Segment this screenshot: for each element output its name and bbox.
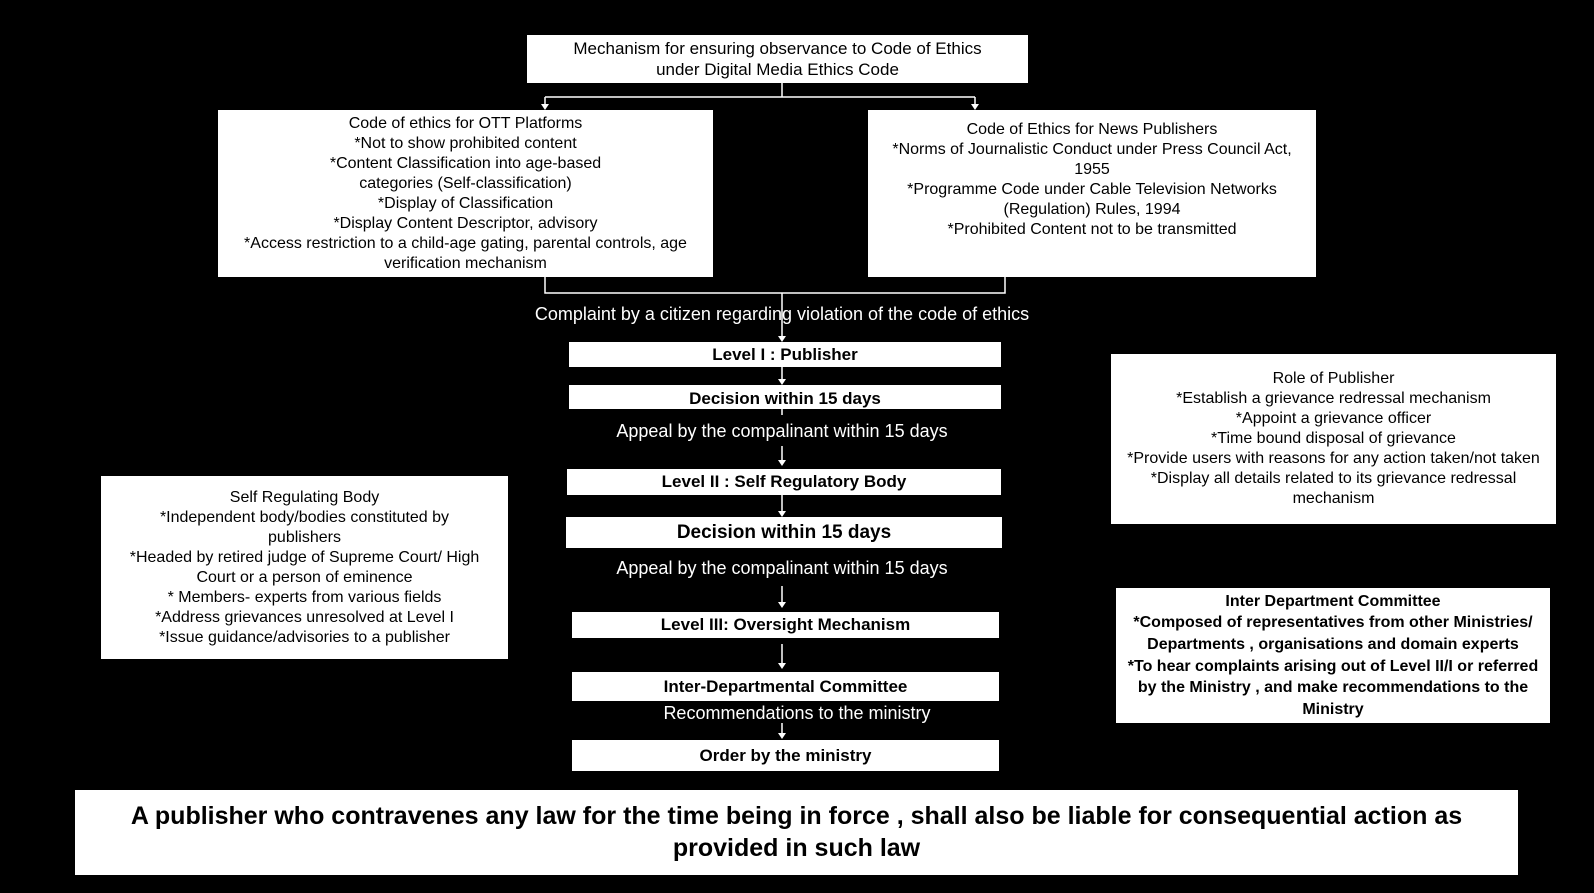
appeal1-label: Appeal by the compalinant within 15 days — [616, 421, 948, 441]
recommendations-label: Recommendations to the ministry — [663, 703, 931, 723]
news-item: *Programme Code under Cable Television N… — [907, 181, 1277, 218]
title-line2: under Digital Media Ethics Code — [656, 60, 899, 79]
role-item: *Appoint a grievance officer — [1235, 410, 1432, 427]
title-box: Mechanism for ensuring observance to Cod… — [527, 35, 1028, 83]
role-heading: Role of Publisher — [1272, 370, 1395, 387]
ott-heading: Code of ethics for OTT Platforms — [348, 114, 583, 132]
role-item: *Time bound disposal of grievance — [1211, 430, 1456, 447]
srb-item: *Issue guidance/advisories to a publishe… — [159, 628, 450, 646]
role-item: *Provide users with reasons for any acti… — [1127, 450, 1540, 467]
ott-item: *Display of Classification — [377, 194, 554, 212]
ott-item: *Display Content Descriptor, advisory — [333, 214, 598, 232]
title-line1: Mechanism for ensuring observance to Cod… — [573, 38, 982, 58]
idc-box: Inter-Departmental Committee — [572, 672, 999, 701]
inter-department-committee-box: Inter Department Committee *Composed of … — [1116, 588, 1550, 723]
idc-item: *Composed of representatives from other … — [1133, 614, 1533, 653]
arrowheads — [541, 104, 979, 739]
news-item: *Norms of Journalistic Conduct under Pre… — [892, 141, 1292, 178]
news-item: *Prohibited Content not to be transmitte… — [947, 221, 1237, 238]
appeal2-label: Appeal by the compalinant within 15 days — [616, 558, 948, 578]
ott-item: *Content Classification into age-based c… — [329, 154, 602, 192]
decision1-box: Decision within 15 days — [569, 385, 1001, 409]
srb-item: *Headed by retired judge of Supreme Cour… — [129, 548, 480, 586]
self-regulating-body-box: Self Regulating Body *Independent body/b… — [101, 476, 508, 659]
decision2-box: Decision within 15 days — [566, 517, 1002, 548]
idc-item: *To hear complaints arising out of Level… — [1127, 657, 1539, 718]
ott-code-box: Code of ethics for OTT Platforms *Not to… — [218, 110, 713, 277]
news-heading: Code of Ethics for News Publishers — [966, 121, 1218, 138]
ott-item: *Not to show prohibited content — [354, 134, 577, 152]
level2-box: Level II : Self Regulatory Body — [567, 469, 1001, 495]
idc-heading: Inter Department Committee — [1225, 592, 1441, 610]
role-item: *Establish a grievance redressal mechani… — [1176, 390, 1491, 407]
srb-heading: Self Regulating Body — [229, 488, 380, 506]
order-box: Order by the ministry — [572, 740, 999, 771]
complaint-label: Complaint by a citizen regarding violati… — [534, 304, 1030, 324]
news-code-box: Code of Ethics for News Publishers *Norm… — [868, 110, 1316, 277]
connector-bracket — [544, 277, 1006, 338]
connector-top — [544, 83, 976, 106]
srb-item: *Address grievances unresolved at Level … — [155, 608, 454, 626]
level1-box: Level I : Publisher — [569, 342, 1001, 367]
srb-item: * Members- experts from various fields — [167, 588, 442, 606]
role-of-publisher-box: Role of Publisher *Establish a grievance… — [1111, 354, 1556, 524]
level3-box: Level III: Oversight Mechanism — [572, 612, 999, 638]
role-item: *Display all details related to its grie… — [1150, 470, 1517, 507]
footer-note: A publisher who contravenes any law for … — [75, 790, 1518, 875]
ott-item: *Access restriction to a child-age gatin… — [244, 234, 687, 272]
srb-item: *Independent body/bodies constituted by … — [159, 508, 450, 546]
